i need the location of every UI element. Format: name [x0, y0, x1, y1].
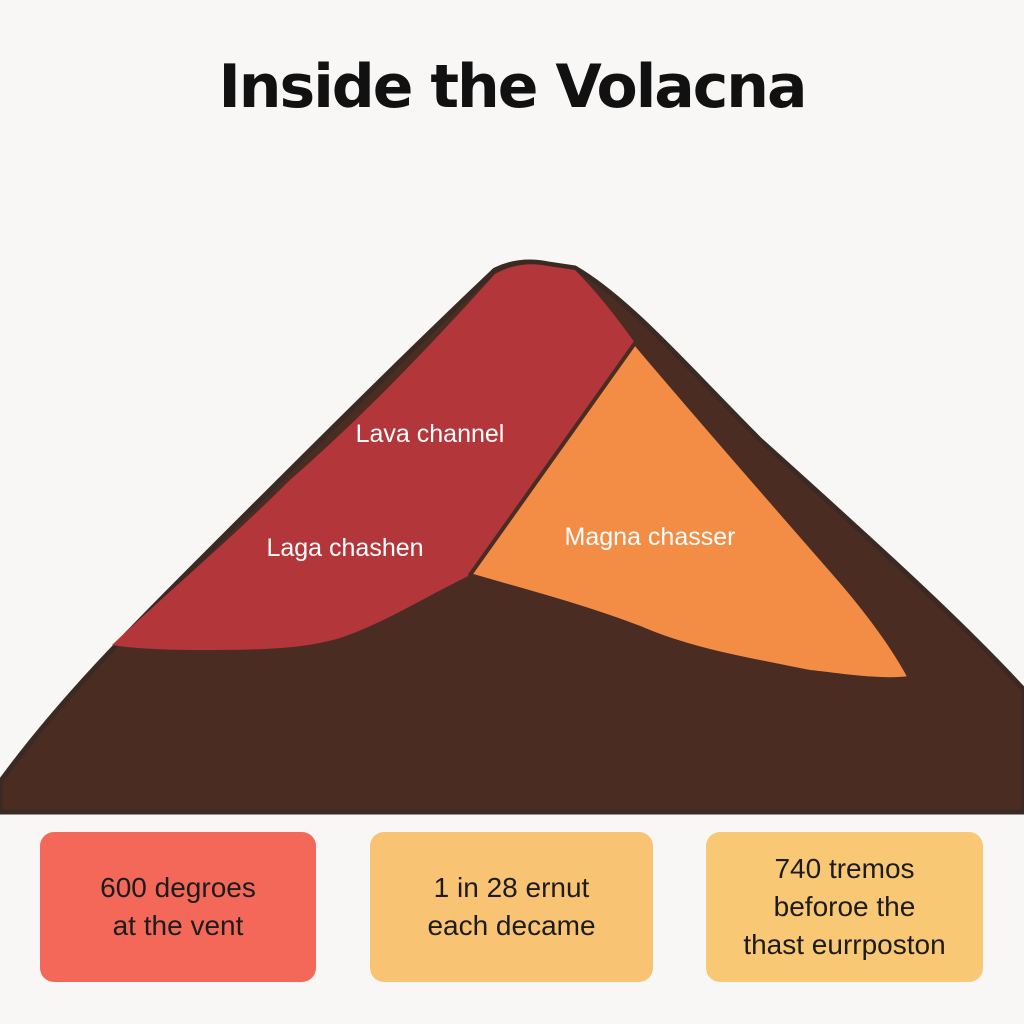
label-magma-chamber: Magna chasser — [565, 523, 736, 551]
magma-chamber-region — [468, 341, 912, 682]
label-lava-channel: Lava channel — [356, 420, 505, 448]
fact-card-text: 740 tremos beforoe the thast eurrposton — [743, 853, 946, 960]
lava-channel-region — [112, 264, 635, 650]
fact-card-text: 600 degroes at the vent — [100, 872, 256, 941]
fact-card-eruptions: 1 in 28 ernut each decame — [370, 832, 653, 982]
fact-card-tremors: 740 tremos beforoe the thast eurrposton — [706, 832, 983, 982]
fact-card-temperature: 600 degroes at the vent — [40, 832, 316, 982]
fact-card-text: 1 in 28 ernut each decame — [427, 872, 596, 941]
label-laga-chamber: Laga chashen — [266, 534, 423, 562]
page-title: Inside the Volacna — [218, 52, 807, 122]
